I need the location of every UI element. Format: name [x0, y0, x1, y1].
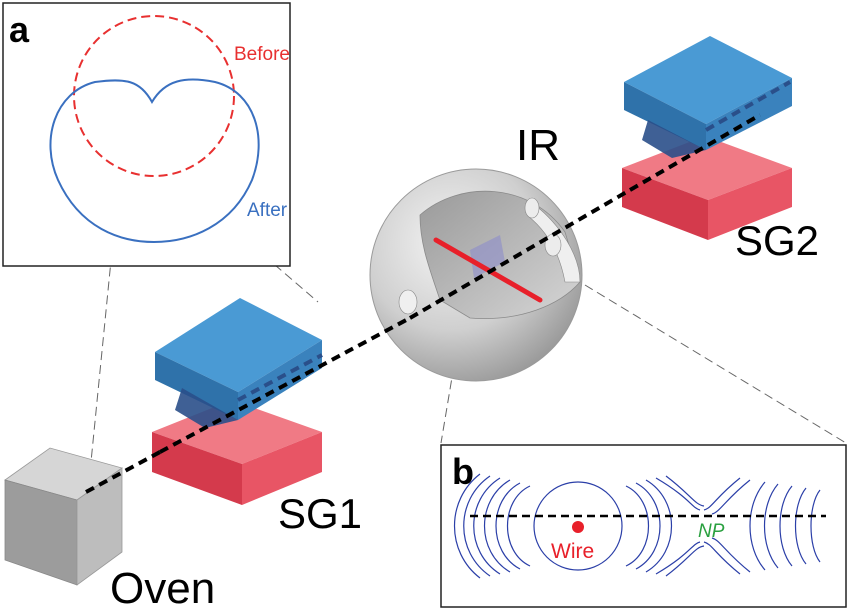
sg1-top-magnet: [155, 298, 322, 428]
before-label: Before: [234, 44, 290, 65]
np-label: NP: [698, 521, 725, 542]
after-label: After: [247, 200, 288, 221]
wire-rod: [433, 237, 543, 303]
ir-chamber-sphere: [369, 168, 583, 382]
panel-a: a Before After: [2, 2, 291, 267]
field-lines: [453, 473, 821, 579]
panel-b: b Wire NP: [440, 444, 847, 608]
wire-cross-section-dot: [572, 521, 584, 533]
before-distribution-curve: [73, 15, 235, 177]
wire-label: Wire: [551, 540, 594, 563]
after-distribution-curve: [49, 78, 260, 244]
sg1-label: SG1: [278, 490, 362, 537]
sg2-label: SG2: [735, 217, 819, 264]
panel-a-letter: a: [9, 9, 30, 50]
oven-label: Oven: [110, 564, 215, 612]
sg2-top-magnet: [624, 36, 792, 158]
atom-beam-path: [85, 80, 791, 494]
ir-label: IR: [516, 121, 560, 170]
panel-b-letter: b: [452, 451, 474, 492]
oven-cube: [4, 447, 123, 586]
